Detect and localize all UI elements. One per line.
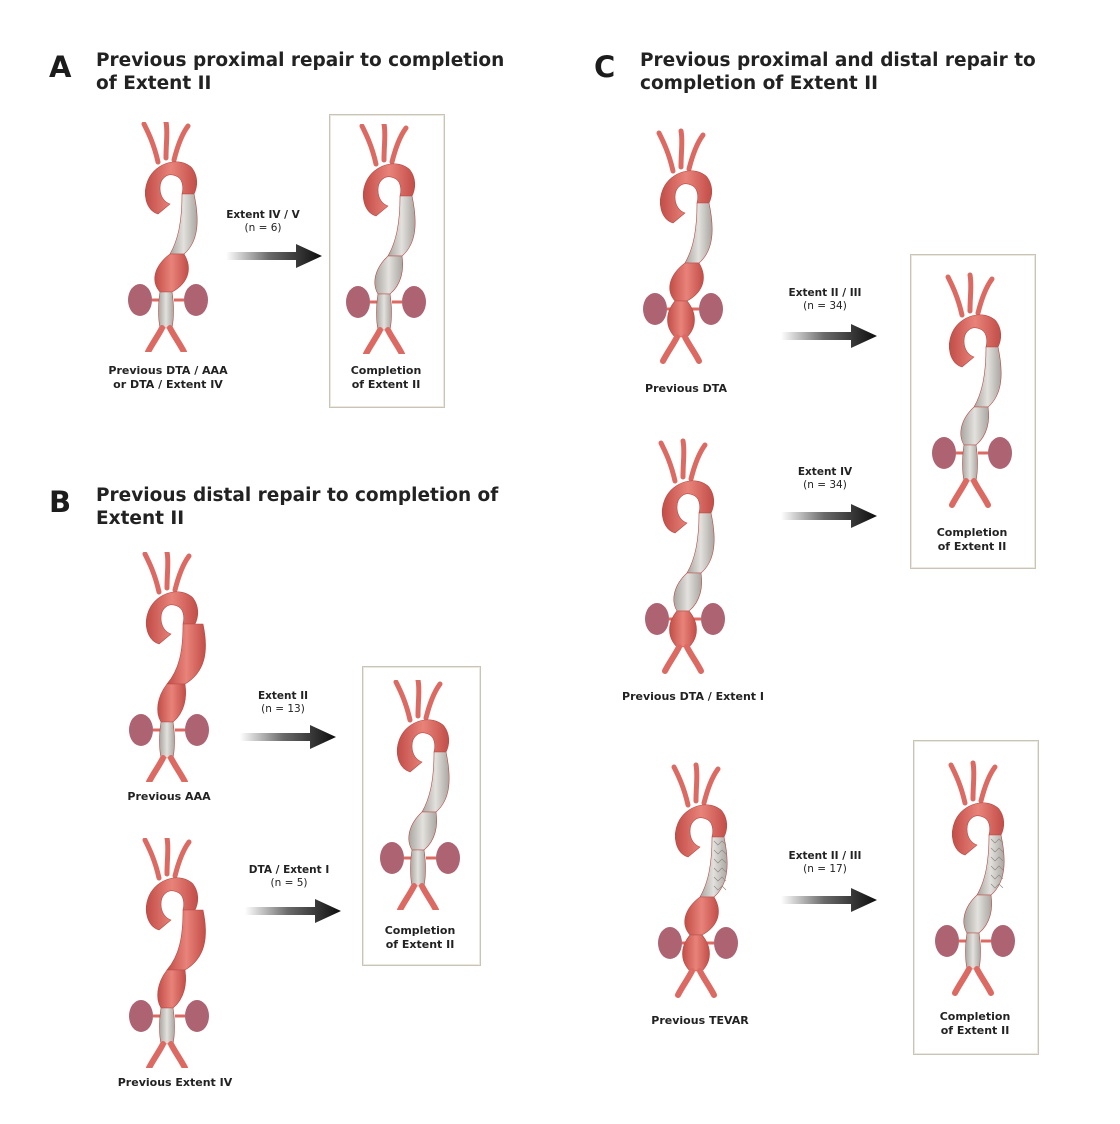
aorta-completion-a [336, 121, 436, 357]
aorta-previous-extent-iv [119, 835, 219, 1071]
transition-a-label: Extent IV / V (n = 6) [226, 209, 300, 234]
label-previous-dta: Previous DTA [645, 382, 727, 395]
transition-b2-label: DTA / Extent I (n = 5) [248, 864, 330, 889]
panel-b-letter: B [49, 485, 72, 519]
transition-a-arrow [226, 244, 322, 268]
aorta-completion-c [922, 270, 1022, 510]
label-previous-tevar: Previous TEVAR [651, 1014, 749, 1027]
aorta-previous-aaa [119, 549, 219, 785]
transition-c3-label: Extent II / III (n = 17) [788, 850, 862, 875]
transition-b2-arrow [245, 899, 341, 923]
aorta-completion-b [370, 677, 470, 913]
transition-c1-arrow [781, 324, 877, 348]
transition-c2-label: Extent IV (n = 34) [797, 466, 853, 491]
label-completion-b: Completion of Extent II [384, 924, 456, 951]
panel-a-title: Previous proximal repair to completion o… [96, 50, 505, 94]
panel-b-title: Previous distal repair to completion of … [96, 485, 499, 529]
aorta-completion-c3 [925, 758, 1025, 998]
aorta-previous-dta-extent-i [635, 436, 735, 676]
panel-a-letter: A [49, 50, 72, 84]
transition-c2-arrow [781, 504, 877, 528]
panel-c-title: Previous proximal and distal repair to c… [640, 50, 1036, 94]
aorta-previous-dta-aaa [118, 119, 218, 355]
label-completion-a: Completion of Extent II [350, 364, 422, 391]
label-previous-dta-aaa: Previous DTA / AAA or DTA / Extent IV [108, 364, 228, 391]
label-completion-c3: Completion of Extent II [939, 1010, 1011, 1037]
label-previous-extent-iv: Previous Extent IV [117, 1076, 233, 1089]
transition-b1-label: Extent II (n = 13) [257, 690, 309, 715]
transition-c3-arrow [781, 888, 877, 912]
panel-c-letter: C [594, 50, 616, 84]
transition-c1-label: Extent II / III (n = 34) [788, 287, 862, 312]
label-completion-c: Completion of Extent II [936, 526, 1008, 553]
aorta-previous-dta [633, 126, 733, 366]
label-previous-dta-extent-i: Previous DTA / Extent I [622, 690, 764, 703]
label-previous-aaa: Previous AAA [127, 790, 211, 803]
transition-b1-arrow [240, 725, 336, 749]
aorta-previous-tevar [648, 760, 748, 1000]
